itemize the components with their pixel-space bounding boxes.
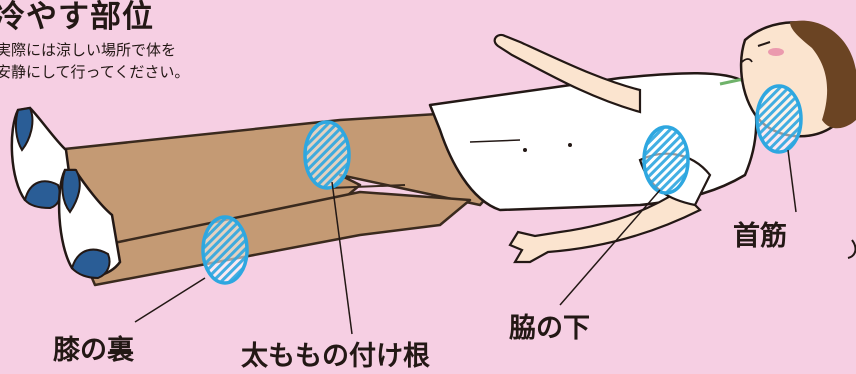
knee-marker [201,215,249,285]
neck-marker [755,84,803,154]
instruction-line-1: 実際には涼しい場所で体を [0,41,177,59]
neck-leader-line [787,149,797,213]
upper-arm [493,33,642,114]
thigh-marker [303,120,351,190]
lower-shoe [57,168,122,280]
armpit-leader-line [559,189,661,306]
edge-mark [847,239,856,259]
label-neck: 首筋 [733,221,787,252]
label-thigh: 太ももの付け根 [241,341,430,372]
instruction-note: 実際には涼しい場所で体を 安静にして行ってください。 [0,39,189,83]
label-armpit: 脇の下 [509,313,590,344]
knee-leader-line [134,277,206,323]
thigh-leader-line [331,181,353,335]
instruction-line-2: 安静にして行ってください。 [0,63,190,81]
page-title: 冷やす部位 [0,0,154,35]
armpit-marker [642,125,690,195]
upper-shoe [10,106,74,210]
label-knee: 膝の裏 [53,335,134,366]
